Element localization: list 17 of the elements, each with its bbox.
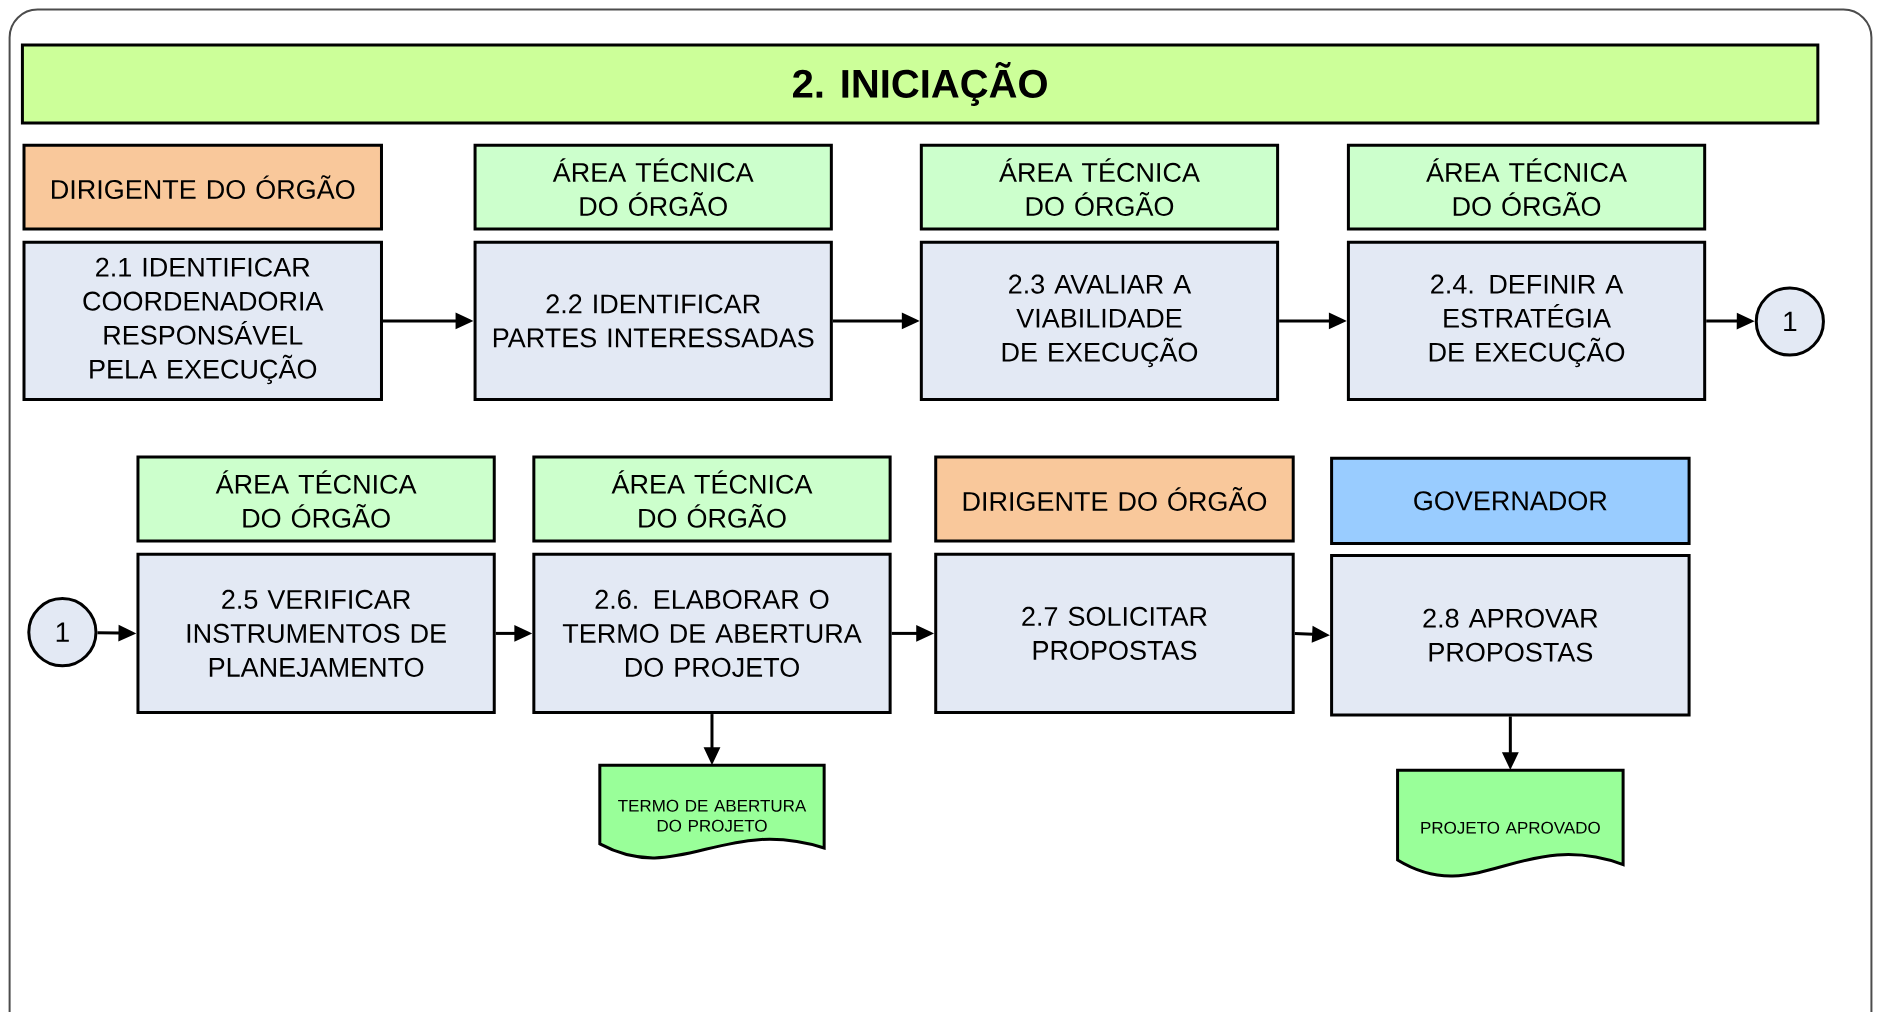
role-box: ÁREA TÉCNICA DO ÓRGÃO	[136, 455, 496, 543]
process-box: 2.8 APROVAR PROPOSTAS	[1330, 553, 1691, 717]
role-box: ÁREA TÉCNICA DO ÓRGÃO	[532, 455, 892, 543]
role-box: ÁREA TÉCNICA DO ÓRGÃO	[919, 143, 1280, 231]
process-box: 2.5 VERIFICAR INSTRUMENTOS DE PLANEJAMENTO	[136, 552, 496, 714]
process-box: 2.4. DEFINIR A ESTRATÉGIA DE EXECUÇÃO	[1346, 240, 1707, 401]
title-bar: 2. INICIAÇÃO	[20, 43, 1820, 125]
process-box: 2.2 IDENTIFICAR PARTES INTERESSADAS	[473, 240, 833, 401]
role-box: DIRIGENTE DO ÓRGÃO	[934, 455, 1295, 543]
process-box: 2.1 IDENTIFICAR COORDENADORIA RESPONSÁVEL PELA EXECUÇÃO	[22, 240, 383, 401]
process-box: 2.3 AVALIAR A VIABILIDADE DE EXECUÇÃO	[919, 240, 1280, 401]
role-box: ÁREA TÉCNICA DO ÓRGÃO	[1346, 143, 1707, 231]
role-box: DIRIGENTE DO ÓRGÃO	[22, 143, 383, 231]
process-box: 2.7 SOLICITAR PROPOSTAS	[934, 552, 1295, 714]
role-box: ÁREA TÉCNICA DO ÓRGÃO	[473, 143, 833, 231]
role-box: GOVERNADOR	[1330, 456, 1691, 545]
process-box: 2.6. ELABORAR O TERMO DE ABERTURA DO PROJETO	[532, 552, 892, 714]
